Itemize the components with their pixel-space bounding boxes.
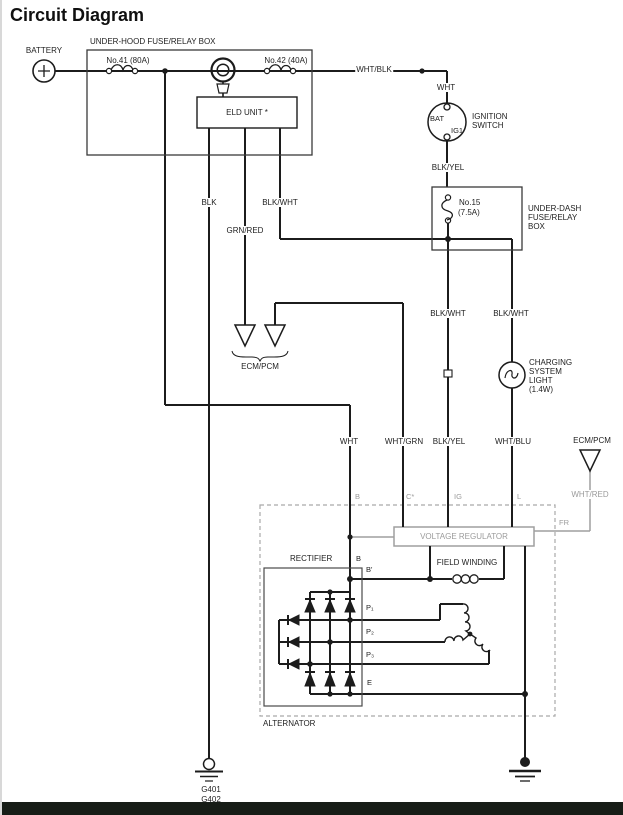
rect-terminal-p3: P₃ [365, 650, 376, 659]
fuse-15-icon [441, 194, 454, 224]
ecm-pcm-bottom-label: ECM/PCM [241, 362, 279, 371]
alt-terminal-ig: IG [454, 492, 462, 501]
underdash-box-label-1: UNDER-DASH [528, 204, 582, 213]
underhood-fuse-box [86, 49, 313, 156]
fuse-42-label: No.42 (40A) [264, 56, 308, 65]
underdash-box-label-3: BOX [528, 222, 545, 231]
eld-unit-label: ELD UNIT * [226, 108, 268, 117]
fuse-42-icon [263, 64, 297, 75]
fuse-41-label: No.41 (80A) [106, 56, 150, 65]
battery-symbol [32, 59, 56, 83]
rectifier-diodes [287, 598, 356, 687]
underdash-box-label-2: FUSE/RELAY [528, 213, 578, 222]
fuse-15-label-2: (7.5A) [458, 208, 480, 217]
ecm-pcm-connector-right-icon [578, 449, 602, 473]
ecm-pcm-connector-icons [231, 324, 289, 363]
wire-label-blk-yel-top: BLK/YEL [430, 163, 466, 172]
field-winding-label: FIELD WINDING [435, 558, 499, 567]
rectifier-box [263, 567, 363, 707]
underdash-fuse-box [431, 186, 523, 251]
wire-label-blk-wht-left: BLK/WHT [429, 309, 467, 318]
rectifier-label: RECTIFIER [290, 554, 333, 563]
inline-connector-icon [443, 369, 453, 378]
voltage-regulator-box [393, 526, 535, 547]
ignition-switch-label-1: IGNITION [472, 112, 508, 121]
rect-terminal-e: E [366, 678, 374, 687]
stator-windings-icon [444, 603, 491, 653]
fuse-41-icon [105, 64, 139, 75]
rect-terminal-b-prime: B' [365, 565, 374, 574]
alternator-dashed-box [259, 504, 556, 717]
alt-terminal-l: L [517, 492, 522, 501]
wire-label-wht-blk: WHT/BLK [355, 65, 393, 74]
wire-label-wht-grn: WHT/GRN [383, 437, 425, 446]
charging-light-label-2: SYSTEM [529, 367, 562, 376]
wire-label-grn-red: GRN/RED [225, 226, 265, 235]
ignition-bat-terminal: BAT [430, 114, 445, 123]
wires-main [55, 70, 526, 760]
charging-light-label-1: CHARGING [529, 358, 573, 367]
alt-terminal-c: C* [406, 492, 415, 501]
wire-label-wht-top: WHT [435, 83, 457, 92]
wire-label-wht: WHT [338, 437, 360, 446]
wire-label-blk-yel: BLK/YEL [431, 437, 467, 446]
rect-terminal-b: B [355, 554, 363, 563]
battery-label: BATTERY [25, 46, 63, 55]
alt-terminal-b: B [355, 492, 361, 501]
junction-dots [162, 68, 528, 697]
wire-label-blk-wht-eld: BLK/WHT [261, 198, 299, 207]
charging-light-label-3: LIGHT [529, 376, 553, 385]
eld-unit-box [196, 96, 298, 129]
ignition-switch-symbol [427, 102, 467, 142]
wire-label-wht-blu: WHT/BLU [494, 437, 532, 446]
ecm-pcm-right-label: ECM/PCM [573, 436, 611, 445]
alt-terminal-fr: FR [558, 518, 570, 527]
ground-label-g401: G401 [201, 785, 221, 794]
ground-icon-g401 [195, 757, 223, 782]
rect-terminal-p1: P₁ [365, 603, 375, 612]
charging-light-icon [498, 361, 526, 389]
rect-terminal-p2: P₂ [365, 627, 375, 636]
ignition-ig1-terminal: IG1 [451, 126, 464, 135]
wire-label-blk: BLK [200, 198, 218, 207]
voltage-regulator-label: VOLTAGE REGULATOR [420, 532, 508, 541]
field-winding-coil-icon [452, 574, 479, 584]
ground-icon-right [509, 757, 541, 782]
page-title: Circuit Diagram [10, 5, 145, 25]
fuse-15-label-1: No.15 [459, 198, 481, 207]
underhood-box-label: UNDER-HOOD FUSE/RELAY BOX [90, 37, 216, 46]
wire-label-wht-red: WHT/RED [570, 490, 610, 499]
charging-light-label-4: (1.4W) [529, 385, 553, 394]
fr-wht-red-wire [350, 471, 591, 538]
wire-label-blk-wht-right: BLK/WHT [492, 309, 530, 318]
ignition-switch-label-2: SWITCH [472, 121, 504, 130]
eld-current-sensor-icon [210, 57, 236, 97]
page-footer-bar [2, 802, 623, 815]
ground-label-g402: G402 [201, 795, 221, 804]
alternator-label: ALTERNATOR [263, 719, 316, 728]
